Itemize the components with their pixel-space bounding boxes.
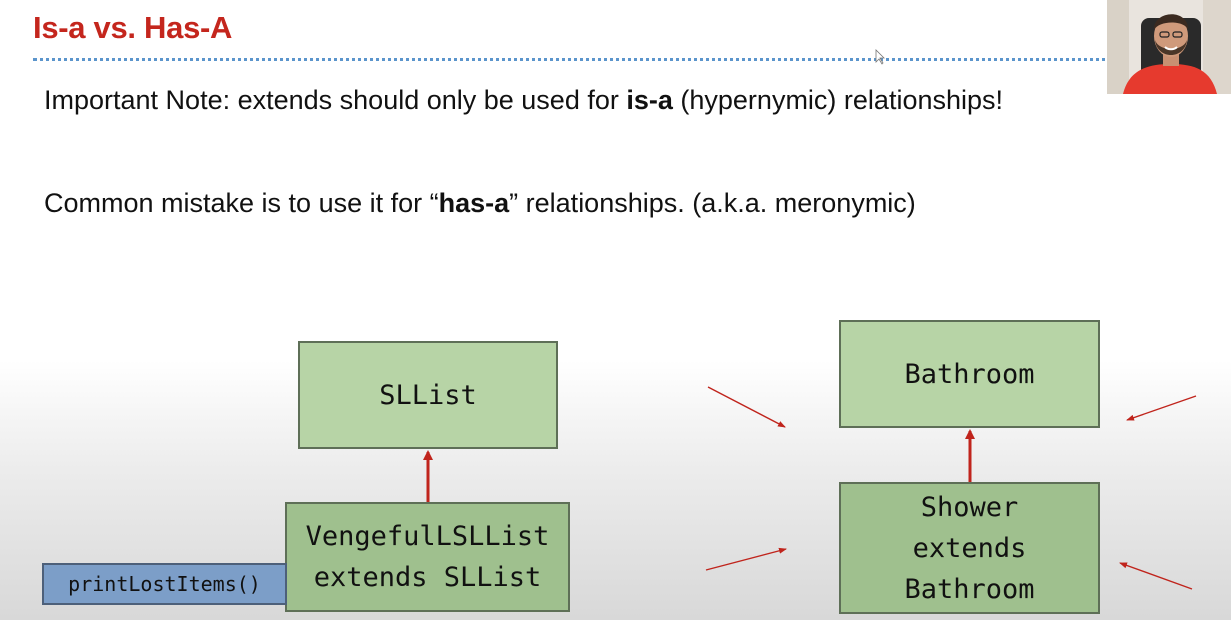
title-divider xyxy=(33,58,1113,61)
bathroom-label: Bathroom xyxy=(904,358,1035,390)
bathroom-box: Bathroom xyxy=(839,320,1100,428)
mistake-prefix: Common mistake is to use it for “ xyxy=(44,188,439,218)
note-bold: is-a xyxy=(626,85,673,115)
important-note: Important Note: extends should only be u… xyxy=(44,85,1003,116)
common-mistake: Common mistake is to use it for “has-a” … xyxy=(44,188,916,219)
mistake-suffix: ” relationships. (a.k.a. meronymic) xyxy=(509,188,916,218)
shower-label: Shower extends Bathroom xyxy=(904,491,1035,605)
slide-title: Is-a vs. Has-A xyxy=(33,10,233,45)
sllist-label: SLList xyxy=(379,379,477,411)
pointer-arrow-1 xyxy=(707,386,786,428)
cursor-icon xyxy=(875,49,885,65)
print-lost-items-box: printLostItems() xyxy=(42,563,287,605)
sllist-box: SLList xyxy=(298,341,558,449)
note-suffix: (hypernymic) relationships! xyxy=(672,85,1004,115)
vengeful-sllist-box: VengefulLSLList extends SLList xyxy=(285,502,570,612)
presenter-webcam-icon xyxy=(1107,0,1231,94)
pointer-arrow-4 xyxy=(1119,562,1193,590)
shower-box: Shower extends Bathroom xyxy=(839,482,1100,614)
mistake-bold: has-a xyxy=(438,188,510,218)
pointer-arrow-2 xyxy=(705,547,787,571)
note-prefix: Important Note: extends should only be u… xyxy=(44,85,627,115)
print-lost-items-label: printLostItems() xyxy=(68,572,261,596)
vengeful-sllist-label: VengefulLSLList extends SLList xyxy=(305,521,550,593)
presenter-webcam xyxy=(1107,0,1231,94)
pointer-arrow-3 xyxy=(1126,395,1197,421)
